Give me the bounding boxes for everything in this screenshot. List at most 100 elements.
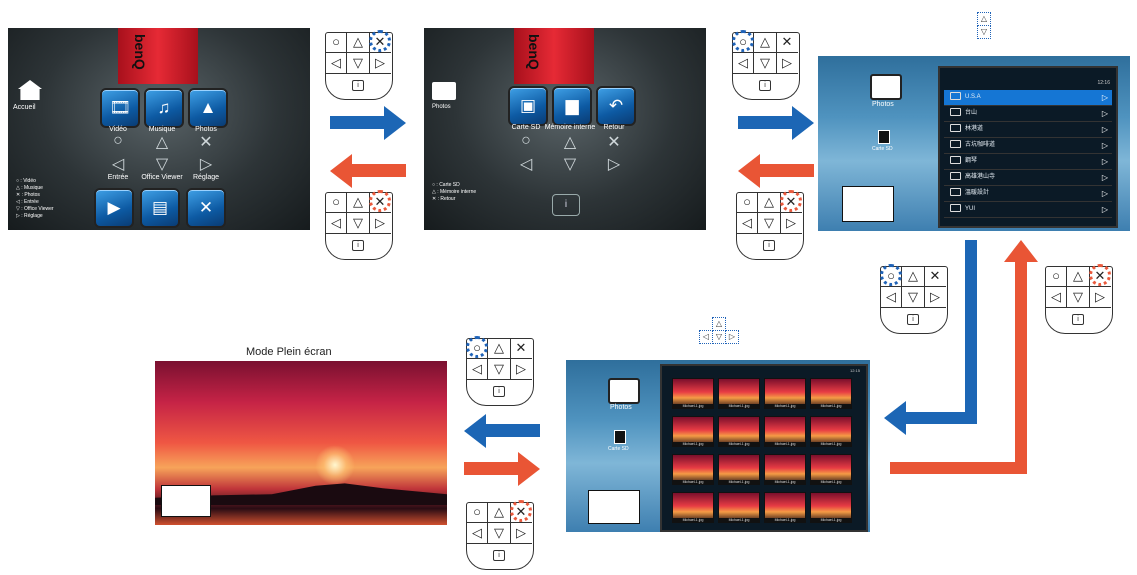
music-tile[interactable]: ♫ (144, 88, 184, 128)
tile-label-video: Vidéo (109, 126, 127, 133)
return-tile[interactable]: ↶ (596, 86, 636, 126)
right-key[interactable]: ▷ (786, 215, 796, 230)
photo-thumbnail[interactable]: Michael-1.jpg (764, 416, 806, 447)
settings-tile[interactable]: ✕ (186, 188, 226, 228)
photos-tile[interactable]: ▲ (188, 88, 228, 128)
right-key[interactable]: ▷ (375, 55, 385, 70)
photo-thumbnail[interactable]: Michael-1.jpg (672, 378, 714, 409)
info-key[interactable]: i (907, 314, 919, 325)
photo-thumbnail[interactable]: Michael-1.jpg (718, 416, 760, 447)
office-viewer-tile[interactable]: ▤ (140, 188, 180, 228)
photo-thumbnail[interactable]: Michael-1.jpg (672, 416, 714, 447)
music-note-icon: ♫ (157, 98, 171, 117)
photo-thumbnail[interactable]: Michael-1.jpg (764, 378, 806, 409)
right-key[interactable]: ▷ (516, 525, 526, 540)
thumbnail-caption: Michael-1.jpg (765, 442, 805, 447)
thumbnail-caption: Michael-1.jpg (719, 480, 759, 485)
left-key[interactable]: ◁ (472, 525, 482, 540)
photo-thumbnail[interactable]: Michael-1.jpg (810, 416, 852, 447)
key-highlight (780, 190, 802, 212)
triangle-key[interactable]: △ (487, 502, 511, 522)
info-button[interactable]: i (552, 194, 580, 216)
list-item[interactable]: 高雄港山寺▷ (944, 170, 1112, 186)
down-key-hint: ▽ (977, 25, 991, 39)
thumbnail-caption: Michael-1.jpg (673, 518, 713, 523)
video-tile[interactable]: 🎞 (100, 88, 140, 128)
left-key[interactable]: ◁ (331, 215, 341, 230)
down-key[interactable]: ▽ (757, 213, 781, 233)
photo-thumbnail[interactable]: Michael-1.jpg (764, 454, 806, 485)
down-key[interactable]: ▽ (1066, 287, 1090, 307)
info-key[interactable]: i (493, 386, 505, 397)
cross-key[interactable]: ✕ (929, 268, 941, 283)
info-key[interactable]: i (493, 550, 505, 561)
photo-thumbnail[interactable]: Michael-1.jpg (672, 454, 714, 485)
down-key[interactable]: ▽ (753, 53, 777, 73)
down-key[interactable]: ▽ (346, 213, 370, 233)
triangle-key[interactable]: △ (346, 32, 370, 52)
right-key[interactable]: ▷ (782, 55, 792, 70)
left-key[interactable]: ◁ (1051, 289, 1061, 304)
circle-key[interactable]: ○ (1052, 268, 1060, 283)
cross-key[interactable]: ✕ (515, 340, 527, 355)
right-key[interactable]: ▷ (375, 215, 385, 230)
circle-key[interactable]: ○ (473, 504, 481, 519)
triangle-key[interactable]: △ (487, 338, 511, 358)
right-key[interactable]: ▷ (516, 361, 526, 376)
photo-thumbnail[interactable]: Michael-1.jpg (810, 378, 852, 409)
left-key[interactable]: ◁ (472, 361, 482, 376)
tile-label-input: Entrée (107, 174, 129, 181)
internal-memory-tile[interactable]: ▆ (552, 86, 592, 126)
list-item[interactable]: 鋼琴▷ (944, 154, 1112, 170)
list-item[interactable]: YUI▷ (944, 202, 1112, 218)
list-item[interactable]: 古坑咖啡道▷ (944, 138, 1112, 154)
sun-glow (315, 445, 355, 485)
circle-key[interactable]: ○ (743, 194, 751, 209)
brand-logo: benQ (132, 34, 148, 70)
folder-name: 鋼琴 (965, 158, 978, 164)
list-item[interactable]: 溫暖設計▷ (944, 186, 1112, 202)
info-key[interactable]: i (352, 240, 364, 251)
info-key[interactable]: i (763, 240, 775, 251)
down-key[interactable]: ▽ (346, 53, 370, 73)
thumbnail-grid-panel: 12:15 Michael-1.jpg Michael-1.jpg Michae… (660, 364, 868, 532)
thumbnail-caption: Michael-1.jpg (719, 442, 759, 447)
photo-thumbnail[interactable]: Michael-1.jpg (718, 492, 760, 523)
remote-keypad: ○△✕ ◁▽▷ i (880, 264, 948, 334)
photo-thumbnail[interactable]: Michael-1.jpg (764, 492, 806, 523)
triangle-key[interactable]: △ (753, 32, 777, 52)
left-key[interactable]: ◁ (331, 55, 341, 70)
info-key[interactable]: i (352, 80, 364, 91)
input-tile[interactable]: ▶ (94, 188, 134, 228)
list-item[interactable]: 林港道▷ (944, 122, 1112, 138)
photo-thumbnail[interactable]: Michael-1.jpg (810, 492, 852, 523)
triangle-key[interactable]: △ (901, 266, 925, 286)
right-key[interactable]: ▷ (930, 289, 940, 304)
circle-key[interactable]: ○ (332, 194, 340, 209)
sd-card-icon: ▣ (519, 96, 537, 115)
photo-thumbnail[interactable]: Michael-1.jpg (810, 454, 852, 485)
left-key[interactable]: ◁ (738, 55, 748, 70)
photo-thumbnail[interactable]: Michael-1.jpg (718, 454, 760, 485)
triangle-key[interactable]: △ (346, 192, 370, 212)
down-key[interactable]: ▽ (487, 359, 511, 379)
list-item[interactable]: 台山▷ (944, 106, 1112, 122)
back-arrow (330, 154, 406, 188)
info-key[interactable]: i (759, 80, 771, 91)
left-key[interactable]: ◁ (742, 215, 752, 230)
photo-thumbnail[interactable]: Michael-1.jpg (718, 378, 760, 409)
right-key[interactable]: ▷ (1095, 289, 1105, 304)
ribbon-banner (514, 28, 594, 84)
down-key[interactable]: ▽ (487, 523, 511, 543)
list-item[interactable]: U.S.A▷ (944, 90, 1112, 106)
info-key[interactable]: i (1072, 314, 1084, 325)
left-key[interactable]: ◁ (886, 289, 896, 304)
sd-card-tile[interactable]: ▣ (508, 86, 548, 126)
down-key[interactable]: ▽ (901, 287, 925, 307)
triangle-key[interactable]: △ (1066, 266, 1090, 286)
photo-thumbnail[interactable]: Michael-1.jpg (672, 492, 714, 523)
cross-key[interactable]: ✕ (781, 34, 793, 49)
circle-key[interactable]: ○ (332, 34, 340, 49)
triangle-key[interactable]: △ (757, 192, 781, 212)
legend-line: △ : Musique (16, 185, 43, 191)
